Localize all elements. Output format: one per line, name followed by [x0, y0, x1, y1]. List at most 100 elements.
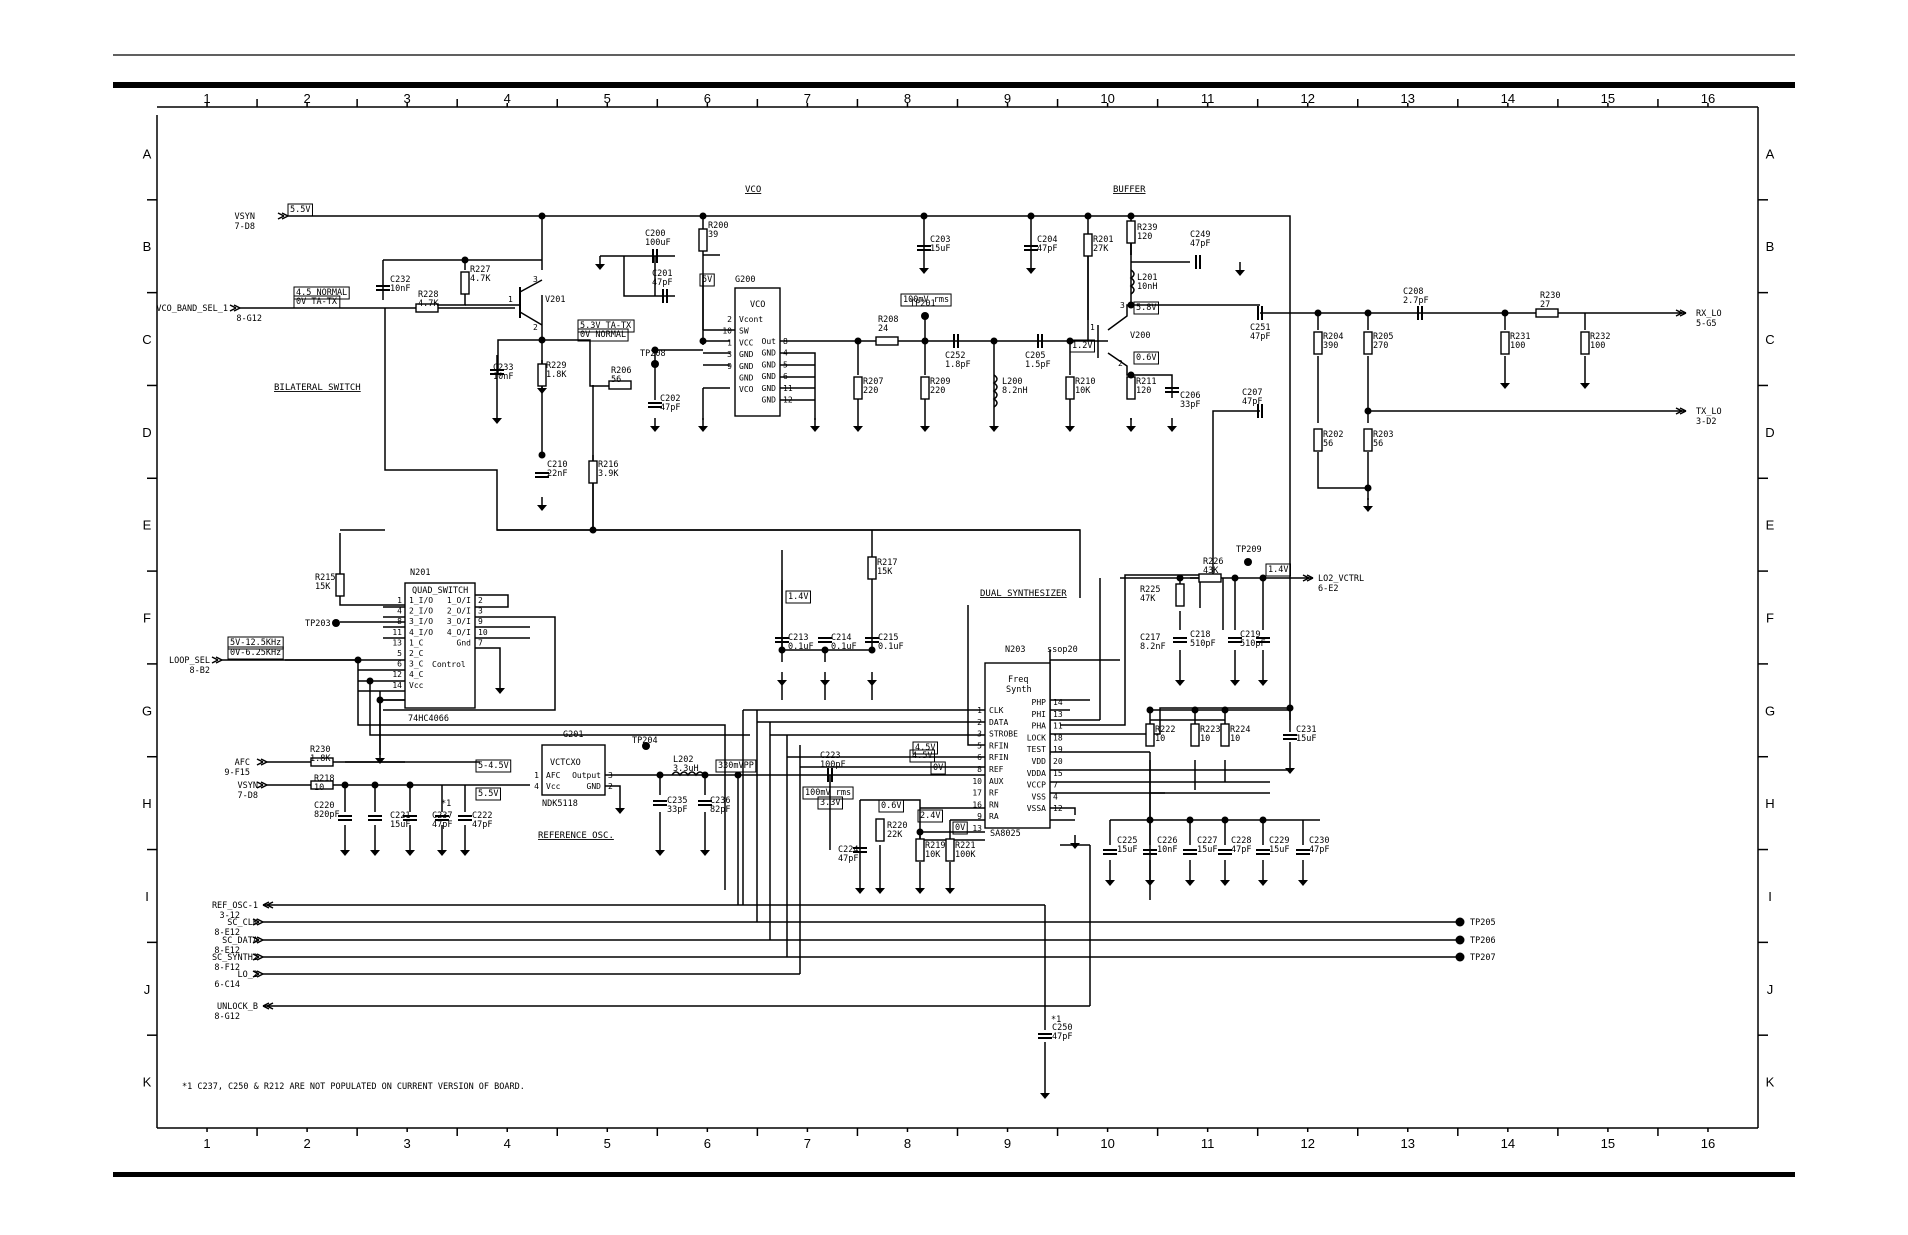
c235-ref: C235	[667, 796, 687, 806]
r221-ref: R221	[955, 841, 975, 851]
bilateral-switch-title: BILATERAL SWITCH	[274, 383, 361, 393]
pinnum-n203-l1: 2	[977, 718, 982, 727]
r221-value: 100K	[955, 850, 976, 860]
c225-value: 15uF	[1117, 845, 1137, 855]
voltage-tag-box	[699, 273, 715, 287]
pinnum-n203-l9: 9	[977, 812, 982, 821]
voltage-tag-box	[577, 319, 635, 333]
c218-ref: C218	[1190, 630, 1210, 640]
column-label-3: 3	[404, 91, 411, 106]
column-label-12: 12	[1300, 1136, 1314, 1151]
voltage-tag-v45a: 4.5V	[912, 751, 932, 761]
voltage-tag-box	[293, 286, 350, 300]
pinnum-n203-l0: 1	[977, 706, 982, 715]
c222-value: 47pF	[472, 820, 492, 830]
c250-note-mark: *1	[1051, 1015, 1061, 1025]
voltage-tag-box	[227, 636, 284, 650]
r229-ref: R229	[546, 361, 566, 371]
pin-n203-l3: RFIN	[989, 741, 1008, 750]
pinnum-g201-l0: 1	[534, 771, 539, 780]
pin-n203-l6: AUX	[989, 777, 1004, 786]
pinnum-n201-r2: 9	[478, 617, 483, 626]
r223-ref: R223	[1200, 725, 1220, 735]
c237-value: 47pF	[432, 820, 452, 830]
port-sc_data-name: SC_DATA	[222, 936, 258, 946]
ground-symbols	[339, 255, 1591, 1100]
component-labels: C23210nFR2274.7KR2284.7KC23310nFR2291.8K…	[305, 221, 1610, 1042]
n203-func1: Freq	[1008, 675, 1028, 685]
pin-n201-r1: 2_O/I	[447, 607, 471, 616]
column-label-3: 3	[404, 1136, 411, 1151]
r205-ref: R205	[1373, 332, 1393, 342]
row-label-G: G	[142, 703, 152, 718]
voltage-tag-v24: 2.4V	[920, 811, 940, 821]
r202-value: 56	[1323, 439, 1333, 449]
column-label-15: 15	[1601, 1136, 1615, 1151]
c208-value: 2.7pF	[1403, 296, 1429, 306]
voltage-tag-box	[930, 761, 946, 775]
r216-ref: R216	[598, 460, 618, 470]
r200-ref: R200	[708, 221, 728, 231]
pinnum-n201-l5: 5	[397, 649, 402, 658]
row-label-K: K	[1766, 1075, 1775, 1090]
column-label-13: 13	[1401, 91, 1415, 106]
pin-n203-r3: LOCK	[1027, 733, 1046, 742]
pinnum-n201-l0: 1	[397, 596, 402, 605]
voltage-tag-box	[909, 749, 935, 763]
pin-n203-l1: DATA	[989, 718, 1008, 727]
c204-ref: C204	[1037, 235, 1057, 245]
tp201-label: TP201	[910, 299, 936, 309]
r227-value: 4.7K	[470, 274, 491, 284]
pinnum-n201-l6: 6	[397, 660, 402, 669]
port-labels: VSYN7-D8VCO_BAND_SEL_18-G12LOOP_SEL8-B2A…	[156, 212, 1721, 1022]
reference-osc-title: REFERENCE OSC.	[538, 831, 614, 841]
wires	[222, 215, 1686, 1085]
port-loop_sel-ref: 8-B2	[190, 666, 210, 676]
voltage-tag-box	[1133, 351, 1159, 365]
l202-value: 3.3uH	[673, 764, 699, 774]
column-label-10: 10	[1100, 1136, 1114, 1151]
pinnum-n203-r3: 18	[1053, 733, 1063, 742]
voltage-tag-box	[715, 759, 757, 773]
tp204-label: TP204	[632, 736, 658, 746]
column-label-8: 8	[904, 1136, 911, 1151]
row-label-J: J	[1767, 982, 1774, 997]
voltage-tag-v545: 5-4.5V	[478, 761, 509, 771]
pin-n203-l7: RF	[989, 789, 999, 798]
c251-value: 47pF	[1250, 332, 1270, 342]
c203-ref: C203	[930, 235, 950, 245]
pinnum-n201-r3: 10	[478, 628, 488, 637]
r217-ref: R217	[877, 558, 897, 568]
pinnum-g200-r3: 6	[783, 372, 788, 381]
c227-ref: C227	[1197, 836, 1217, 846]
column-label-5: 5	[604, 91, 611, 106]
port-sc_synth-name: SC_SYNTH2	[212, 953, 258, 963]
row-label-E: E	[143, 518, 152, 533]
column-label-5: 5	[604, 1136, 611, 1151]
r228-ref: R228	[418, 290, 438, 300]
c229-value: 15uF	[1269, 845, 1289, 855]
column-label-9: 9	[1004, 1136, 1011, 1151]
tp207-label: TP207	[1470, 953, 1496, 963]
r219-ref: R219	[925, 841, 945, 851]
l200-value: 8.2nH	[1002, 386, 1028, 396]
column-label-4: 4	[504, 1136, 511, 1151]
g201-func: VCTCXO	[550, 758, 581, 768]
column-label-14: 14	[1501, 1136, 1515, 1151]
testpoint-markers	[332, 312, 1465, 962]
row-label-H: H	[142, 796, 151, 811]
c203-value: 15uF	[930, 244, 950, 254]
c217-value: 8.2nF	[1140, 642, 1166, 652]
r222-value: 10	[1155, 734, 1165, 744]
c228-ref: C228	[1231, 836, 1251, 846]
r216-value: 3.9K	[598, 469, 619, 479]
g200-func: VCO	[750, 300, 765, 310]
column-label-6: 6	[704, 1136, 711, 1151]
pinnum-g200-l4: 9	[727, 362, 732, 371]
port-vsyn_top-ref: 7-D8	[235, 222, 255, 232]
pin-n201-r3: 4_O/I	[447, 628, 471, 637]
port-rx_lo-name: RX_LO	[1696, 309, 1722, 319]
r231-ref: R231	[1510, 332, 1530, 342]
port-vsyn_bottom-name: VSYN	[238, 781, 258, 791]
